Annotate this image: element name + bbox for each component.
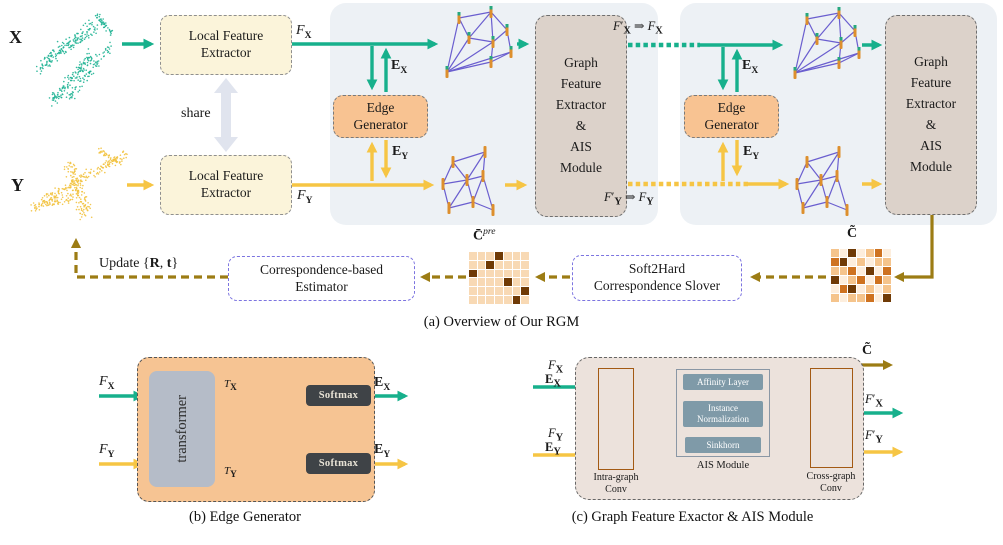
cross-conv-label: Cross-graph Conv (806, 471, 856, 494)
lfe-line2: Extractor (200, 45, 252, 60)
ey-label-b: EY (374, 442, 391, 460)
cross-graph-conv-box (810, 368, 853, 468)
share-label: share (181, 106, 211, 121)
caption-b: (b) Edge Generator (189, 509, 301, 525)
c-pre-matrix (468, 251, 530, 305)
fpy-out-label: F′Y (865, 428, 883, 446)
ais-module-label: AIS Module (696, 460, 750, 471)
sinkhorn-box: Sinkhorn (685, 437, 761, 453)
ais-module-box (676, 369, 770, 457)
softmax-box-y: Softmax (306, 453, 371, 474)
intra-conv-label: Intra-graph Conv (593, 472, 639, 495)
ey-label-c: EY (545, 440, 561, 458)
ty-label: TY (224, 465, 237, 480)
intra-graph-conv-box (598, 368, 634, 470)
fx-label: FX (296, 23, 312, 41)
c-tilde-label-c: C̃ (862, 343, 873, 358)
fy-label-c: FY (548, 426, 564, 444)
update-rt-label: Update {R, t} (99, 256, 179, 271)
ey-label-1: EY (392, 144, 409, 162)
fx-label-c: FX (548, 358, 564, 376)
fpy-assign-label: F′Y ⇒ FY (604, 190, 654, 208)
tx-label: TX (224, 378, 237, 393)
share-arrow (214, 78, 238, 152)
ex-label-2: EX (742, 58, 759, 76)
lfe-line1: Local Feature (188, 168, 264, 184)
c-tilde-label: C̃ (847, 226, 858, 241)
edge-generator-1: Edge Generator (333, 95, 428, 138)
correspondence-estimator-box: Correspondence-based Estimator (228, 256, 415, 301)
fy-label: FY (297, 188, 313, 206)
fy-label-b: FY (99, 442, 115, 460)
point-cloud-x-label: X (9, 27, 22, 47)
local-feature-extractor-2: Local Feature Extractor (160, 155, 292, 215)
softmax-box-x: Softmax (306, 385, 371, 406)
point-cloud-y-label: Y (11, 175, 24, 195)
ex-label-1: EX (391, 58, 408, 76)
caption-c: (c) Graph Feature Exactor & AIS Module (571, 509, 814, 525)
ey-label-2: EY (743, 144, 760, 162)
lfe-line2: Extractor (200, 185, 252, 200)
affinity-layer-box: Affinity Layer (683, 374, 763, 390)
ex-label-b: EX (374, 375, 391, 393)
caption-a: (a) Overview of Our RGM (423, 314, 580, 330)
soft2hard-solver-box: Soft2Hard Correspondence Slover (572, 255, 742, 301)
lfe-line1: Local Feature (188, 28, 264, 44)
fpx-assign-label: F′X ⇒ FX (613, 19, 663, 37)
instance-normalization-box: Instance Normalization (683, 401, 763, 427)
ex-label-c: EX (545, 372, 561, 390)
fx-label-b: FX (99, 374, 115, 392)
c-pre-label: C̄pre (473, 227, 496, 244)
edge-generator-2: Edge Generator (684, 95, 779, 138)
fpx-out-label: F′X (865, 392, 883, 410)
c-tilde-matrix (830, 248, 892, 303)
local-feature-extractor-1: Local Feature Extractor (160, 15, 292, 75)
transformer-box: transformer (149, 371, 215, 487)
